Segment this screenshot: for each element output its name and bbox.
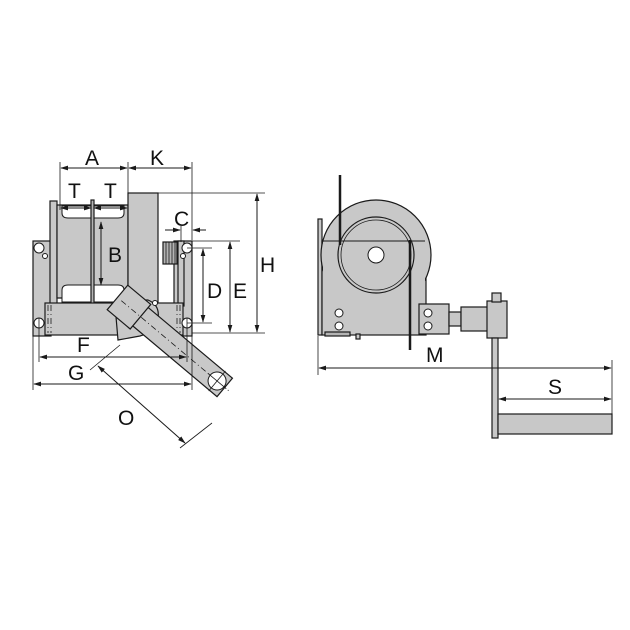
crank-hub-side (486, 300, 508, 339)
side-mount-plate (317, 218, 323, 336)
brake-coil (162, 241, 178, 265)
dim-label-h: H (260, 254, 275, 277)
left-drum-flange (49, 200, 58, 308)
side-view-dimensions: M S (317, 336, 613, 414)
dim-label-t2: T (104, 180, 117, 203)
dim-label-t1: T (68, 180, 81, 203)
crank-handle (497, 413, 613, 435)
side-view (317, 175, 613, 439)
dim-label-d: D (207, 280, 222, 303)
dim-label-c: C (174, 208, 189, 231)
side-gearbox (418, 303, 450, 335)
drum-shaft (367, 246, 385, 264)
front-view-dimensions: A K T T B C H E D F (32, 147, 275, 449)
dim-label-b: B (108, 244, 122, 267)
dim-label-f: F (77, 334, 90, 357)
crank-arm (106, 284, 234, 398)
dim-label-k: K (150, 147, 164, 170)
mount-hole-top-left (33, 242, 45, 254)
dim-label-g: G (68, 362, 84, 385)
dim-label-a: A (85, 147, 99, 170)
rope-coil (337, 216, 415, 294)
dim-label-m: M (426, 344, 444, 367)
crank-shaft (491, 337, 499, 439)
dim-label-e: E (233, 280, 247, 303)
dim-label-s: S (548, 376, 562, 399)
dim-label-o: O (118, 407, 134, 430)
rope (90, 199, 95, 305)
